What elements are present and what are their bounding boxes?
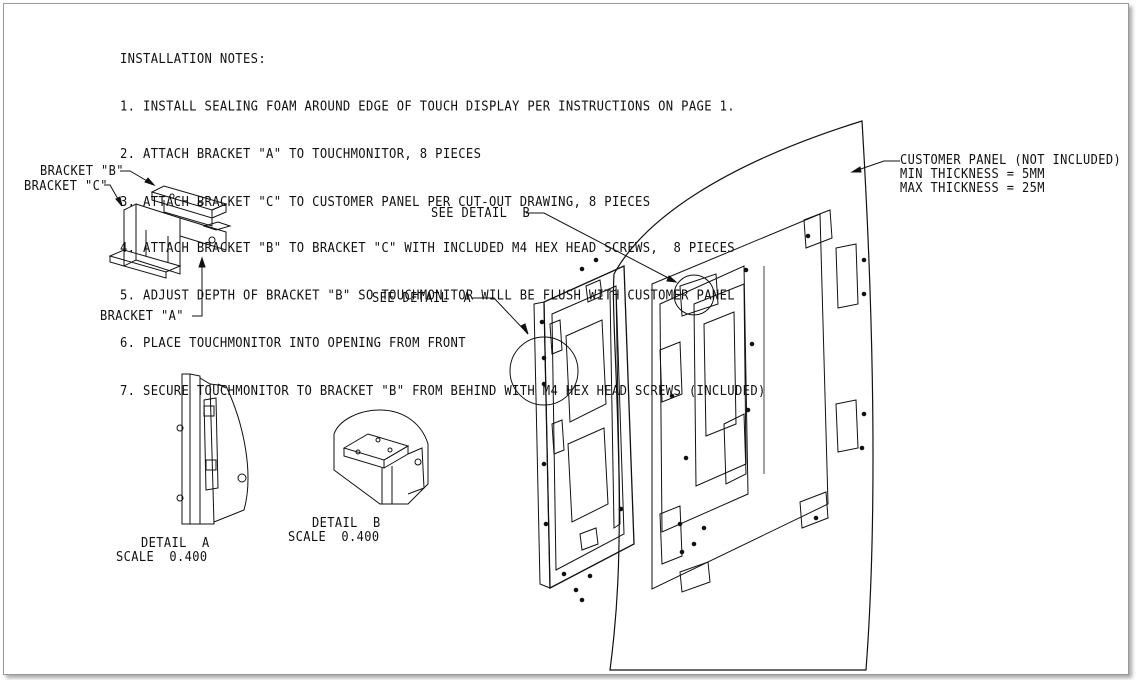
detail-b-title: DETAIL B — [312, 514, 381, 531]
detail-a-view — [176, 373, 249, 525]
installation-drawing — [104, 120, 900, 671]
detail-b-scale: SCALE 0.400 — [288, 528, 380, 545]
bracket-group — [104, 170, 232, 317]
note-item: 2. ATTACH BRACKET "A" TO TOUCHMONITOR, 8… — [120, 146, 482, 162]
bracket-c-label: BRACKET "C" — [24, 177, 108, 194]
note-item: 3. ATTACH BRACKET "C" TO CUSTOMER PANEL … — [120, 193, 651, 209]
touchmonitor — [533, 257, 635, 603]
min-thickness-label: MIN THICKNESS = 5MM — [900, 165, 1045, 182]
drawing-sheet: INSTALLATION NOTES: 1. INSTALL SEALING F… — [3, 3, 1129, 675]
installation-notes: INSTALLATION NOTES: 1. INSTALL SEALING F… — [120, 20, 766, 430]
see-detail-a-label: SEE DETAIL A — [372, 289, 472, 306]
customer-panel-label: CUSTOMER PANEL (NOT INCLUDED) — [900, 151, 1122, 168]
note-item: 6. PLACE TOUCHMONITOR INTO OPENING FROM … — [120, 335, 466, 351]
note-item: 1. INSTALL SEALING FOAM AROUND EDGE OF T… — [120, 98, 735, 114]
panel-assembly — [659, 209, 867, 593]
detail-circles — [472, 160, 900, 406]
detail-a-scale: SCALE 0.400 — [116, 548, 208, 565]
note-item: 7. SECURE TOUCHMONITOR TO BRACKET "B" FR… — [120, 382, 766, 398]
notes-heading: INSTALLATION NOTES: — [120, 51, 267, 67]
bracket-a-label: BRACKET "A" — [100, 307, 184, 324]
detail-b-view — [333, 409, 429, 505]
see-detail-b-label: SEE DETAIL B — [431, 204, 531, 221]
note-item: 5. ADJUST DEPTH OF BRACKET "B" SO TOUCHM… — [120, 287, 735, 304]
bracket-b-label: BRACKET "B" — [40, 162, 124, 179]
customer-panel — [609, 120, 874, 671]
note-item: 4. ATTACH BRACKET "B" TO BRACKET "C" WIT… — [120, 240, 735, 256]
max-thickness-label: MAX THICKNESS = 25M — [900, 179, 1045, 196]
detail-a-title: DETAIL A — [141, 534, 210, 551]
